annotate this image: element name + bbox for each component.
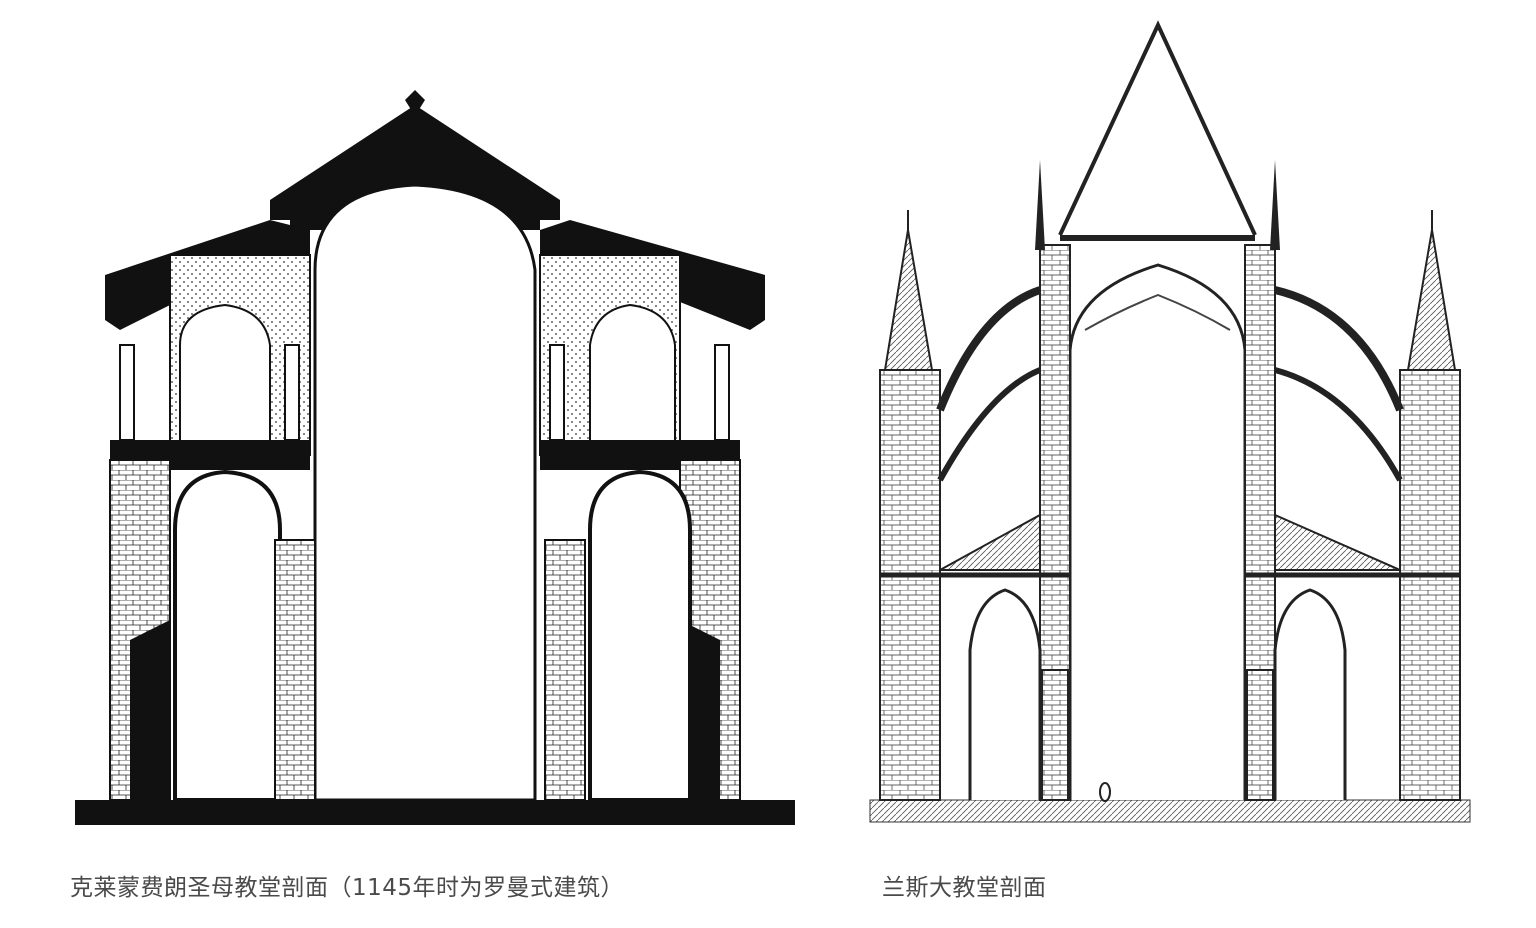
caption-gothic: 兰斯大教堂剖面 — [882, 875, 1047, 901]
romanesque-section-svg — [75, 90, 795, 825]
gothic-section-svg — [869, 20, 1471, 823]
roof-finial — [405, 90, 425, 108]
romanesque-section-drawing — [70, 80, 800, 840]
roof-triangle — [1058, 20, 1257, 236]
ground-slab — [75, 800, 795, 825]
gothic-section-drawing — [860, 10, 1480, 840]
caption-romanesque: 克莱蒙费朗圣母教堂剖面（1145年时为罗曼式建筑） — [70, 875, 625, 901]
